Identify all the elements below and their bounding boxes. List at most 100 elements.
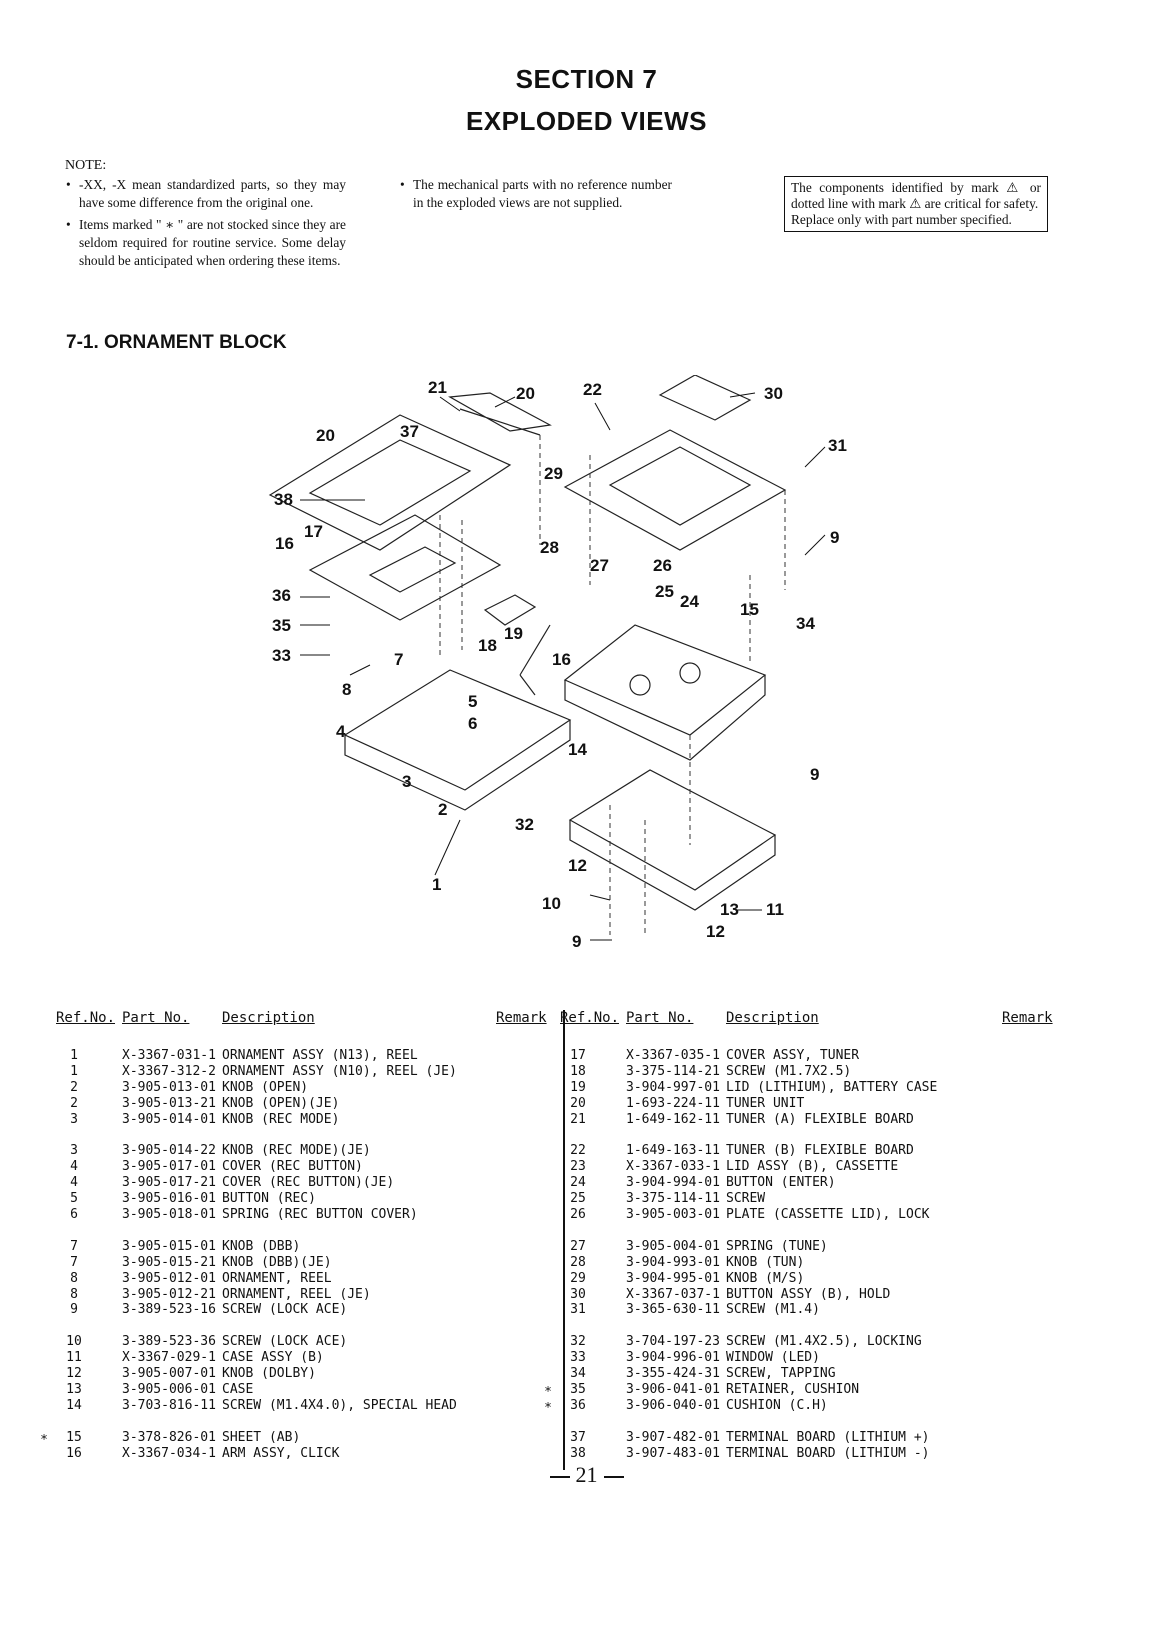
ref-no: 20 (570, 1095, 586, 1111)
leader-9 (804, 534, 826, 556)
part-no: 3-904-993-01 (626, 1254, 720, 1270)
subsection-title: 7-1. ORNAMENT BLOCK (66, 332, 287, 353)
description: ORNAMENT, REEL (222, 1270, 332, 1286)
page-number: 21 (0, 1462, 1173, 1488)
description: KNOB (OPEN) (222, 1079, 309, 1095)
callout-24: 24 (680, 592, 699, 611)
ref-no: 31 (570, 1302, 586, 1318)
ref-no: 12 (66, 1366, 82, 1382)
ref-no: 26 (570, 1207, 586, 1223)
description: TERMINAL BOARD (LITHIUM +) (726, 1429, 930, 1445)
part-no: 3-904-994-01 (626, 1175, 720, 1191)
hold-button-shape (658, 375, 752, 421)
description: CUSHION (C.H) (726, 1397, 828, 1413)
part-no: X-3367-033-1 (626, 1159, 720, 1175)
part-no: 3-905-017-21 (122, 1175, 216, 1191)
ref-no: 1 (70, 1063, 78, 1079)
callout-22: 21 (428, 378, 447, 397)
part-no: 3-905-012-21 (122, 1286, 216, 1302)
notes-middle-column: The mechanical parts with no reference n… (400, 176, 672, 216)
description: SCREW (M1.4X4.0), SPECIAL HEAD (222, 1397, 457, 1413)
callout-19: 19 (504, 624, 523, 643)
part-no: 3-378-826-01 (122, 1429, 216, 1445)
diagram-parts (268, 375, 787, 911)
callout-15: 15 (740, 600, 759, 619)
description: KNOB (M/S) (726, 1270, 805, 1286)
leader-10 (589, 894, 611, 901)
cassette-lid-shape (563, 429, 787, 551)
description: KNOB (DOLBY) (222, 1366, 316, 1382)
ref-no: 36 (570, 1397, 586, 1413)
ref-no: 8 (70, 1286, 78, 1302)
part-no: 3-904-997-01 (626, 1079, 720, 1095)
part-no: 3-907-482-01 (626, 1429, 720, 1445)
column-divider (563, 1010, 565, 1470)
leader-1 (434, 819, 461, 876)
description: SCREW (M1.4) (726, 1302, 820, 1318)
exploded-view-diagram: 21 20 22 30 20 37 31 29 38 17 16 28 9 27… (268, 375, 847, 951)
part-no: X-3367-031-1 (122, 1048, 216, 1063)
description: SCREW (726, 1191, 766, 1207)
part-no: X-3367-034-1 (122, 1445, 216, 1461)
description: ORNAMENT ASSY (N10), REEL (JE) (222, 1063, 457, 1079)
ref-no: 33 (570, 1350, 586, 1366)
part-no: 3-905-014-01 (122, 1111, 216, 1127)
header-ref-no: Ref.No. (56, 1010, 116, 1026)
part-no: 3-905-016-01 (122, 1191, 216, 1207)
description: ARM ASSY, CLICK (222, 1445, 340, 1461)
callout-36: 36 (272, 586, 291, 605)
ref-no: 34 (570, 1366, 586, 1382)
part-no: X-3367-037-1 (626, 1286, 720, 1302)
description: BUTTON (REC) (222, 1191, 316, 1207)
part-no: 3-905-004-01 (626, 1238, 720, 1254)
notes-left-column: -XX, -X mean standardized parts, so they… (66, 176, 346, 274)
part-no: 3-703-816-11 (122, 1397, 216, 1413)
ref-no: 19 (570, 1079, 586, 1095)
callout-1: 1 (432, 875, 441, 894)
part-no: 3-905-013-21 (122, 1095, 216, 1111)
arm-click-shape (519, 624, 551, 696)
description: TUNER (B) FLEXIBLE BOARD (726, 1143, 914, 1159)
ref-no: 23 (570, 1159, 586, 1175)
part-no: 3-375-114-11 (626, 1191, 720, 1207)
description: TUNER UNIT (726, 1095, 805, 1111)
description: ORNAMENT ASSY (N13), REEL (222, 1048, 418, 1063)
part-no: 3-905-007-01 (122, 1366, 216, 1382)
note-mechanical-parts: The mechanical parts with no reference n… (400, 176, 672, 212)
callout-16: 16 (552, 650, 571, 669)
description: COVER (REC BUTTON)(JE) (222, 1175, 395, 1191)
part-no: 3-704-197-23 (626, 1334, 720, 1350)
ref-no: 38 (570, 1445, 586, 1461)
callout-9-bottom: 9 (572, 932, 581, 951)
description: LID (LITHIUM), BATTERY CASE (726, 1079, 938, 1095)
ref-mark: ∗ (544, 1397, 552, 1413)
callout-7: 7 (394, 650, 403, 669)
ref-no: 35 (570, 1382, 586, 1398)
callout-30: 30 (764, 384, 783, 403)
callout-33: 34 (796, 614, 815, 633)
description: CASE ASSY (B) (222, 1350, 324, 1366)
description: KNOB (DBB)(JE) (222, 1254, 332, 1270)
callout-11: 11 (766, 900, 784, 919)
part-no: 3-355-424-31 (626, 1366, 720, 1382)
ref-no: 17 (570, 1048, 586, 1063)
ref-no: 29 (570, 1270, 586, 1286)
mechanism-deck-side (564, 675, 766, 761)
ref-no: 9 (70, 1302, 78, 1318)
ref-no: 24 (570, 1175, 586, 1191)
callout-5: 5 (468, 692, 477, 711)
tuner-unit-detail (308, 439, 472, 526)
safety-warning-box: The components identified by mark ⚠ or d… (784, 176, 1048, 232)
description: KNOB (REC MODE)(JE) (222, 1143, 371, 1159)
header-description: Description (222, 1010, 315, 1026)
part-no: 1-649-163-11 (626, 1143, 720, 1159)
part-no: 3-905-015-01 (122, 1238, 216, 1254)
tuner-cover-shape (308, 514, 502, 621)
part-no: 3-389-523-36 (122, 1334, 216, 1350)
ref-no: 11 (66, 1350, 82, 1366)
callout-31: 31 (828, 436, 847, 455)
cassette-lid-window (608, 446, 752, 526)
ref-no: 15 (66, 1429, 82, 1445)
leader-22 (439, 396, 461, 412)
ref-no: 2 (70, 1079, 78, 1095)
